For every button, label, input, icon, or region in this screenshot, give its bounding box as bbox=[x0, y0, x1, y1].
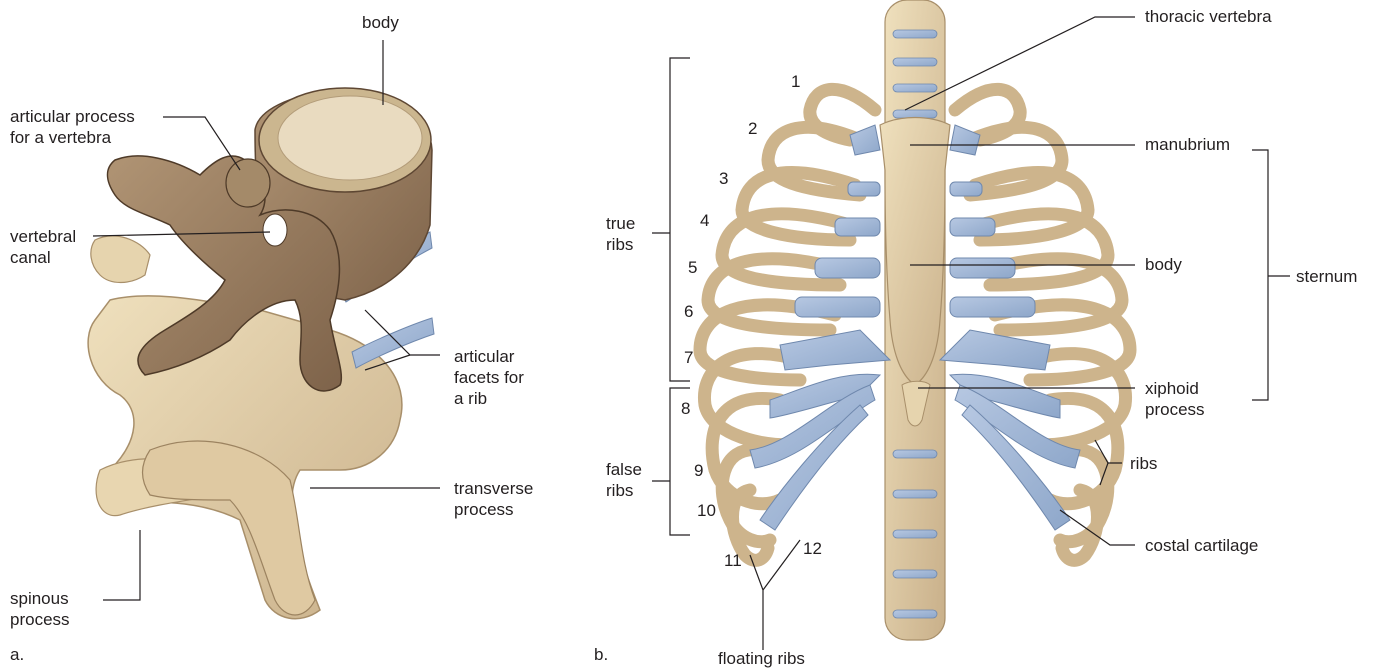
label-articular-facets: articular facets for a rib bbox=[454, 346, 524, 409]
small-process-shape bbox=[91, 236, 150, 283]
label-thoracic-vertebra: thoracic vertebra bbox=[1145, 6, 1272, 27]
label-true-ribs-line2: ribs bbox=[606, 234, 635, 255]
label-vertebral-canal-line2: canal bbox=[10, 247, 76, 268]
label-true-ribs-line1: true bbox=[606, 213, 635, 234]
leader-spinous-process bbox=[103, 530, 140, 600]
label-articular-process-line2: for a vertebra bbox=[10, 127, 135, 148]
rib-number-3: 3 bbox=[719, 169, 728, 189]
label-sternum-body: body bbox=[1145, 254, 1182, 275]
label-spinous-process: spinous process bbox=[10, 588, 70, 630]
label-articular-process-line1: articular process bbox=[10, 106, 135, 127]
vertebral-canal-hole bbox=[263, 214, 287, 246]
ribcage-illustration bbox=[700, 0, 1130, 640]
rib-number-11: 11 bbox=[724, 551, 742, 571]
label-costal-cartilage: costal cartilage bbox=[1145, 535, 1258, 556]
rib-number-6: 6 bbox=[684, 302, 693, 322]
bracket-sternum bbox=[1252, 150, 1268, 400]
bracket-true-ribs bbox=[670, 58, 690, 381]
rib-number-10: 10 bbox=[697, 501, 716, 521]
leader-floating-ribs bbox=[750, 555, 763, 650]
label-vertebral-canal: vertebral canal bbox=[10, 226, 76, 268]
rib-number-5: 5 bbox=[688, 258, 697, 278]
label-articular-facets-line1: articular bbox=[454, 346, 524, 367]
label-false-ribs: false ribs bbox=[606, 459, 642, 501]
label-spinous-process-line1: spinous bbox=[10, 588, 70, 609]
label-sternum: sternum bbox=[1296, 266, 1357, 287]
label-transverse-process: transverse process bbox=[454, 478, 533, 520]
label-spinous-process-line2: process bbox=[10, 609, 70, 630]
label-xiphoid-line2: process bbox=[1145, 399, 1205, 420]
panel-label-b: b. bbox=[594, 645, 608, 665]
rib-number-12: 12 bbox=[803, 539, 822, 559]
label-vertebra-body: body bbox=[362, 12, 399, 33]
rib-number-4: 4 bbox=[700, 211, 709, 231]
label-ribs: ribs bbox=[1130, 453, 1157, 474]
label-xiphoid-line1: xiphoid bbox=[1145, 378, 1205, 399]
rib-number-1: 1 bbox=[791, 72, 800, 92]
label-true-ribs: true ribs bbox=[606, 213, 635, 255]
label-xiphoid-process: xiphoid process bbox=[1145, 378, 1205, 420]
articular-process-knob bbox=[226, 159, 270, 207]
panel-label-a: a. bbox=[10, 645, 24, 665]
label-articular-process: articular process for a vertebra bbox=[10, 106, 135, 148]
label-transverse-process-line1: transverse bbox=[454, 478, 533, 499]
label-floating-ribs: floating ribs bbox=[718, 648, 805, 669]
rib-number-8: 8 bbox=[681, 399, 690, 419]
label-articular-facets-line2: facets for bbox=[454, 367, 524, 388]
label-vertebral-canal-line1: vertebral bbox=[10, 226, 76, 247]
label-manubrium: manubrium bbox=[1145, 134, 1230, 155]
label-false-ribs-line2: ribs bbox=[606, 480, 642, 501]
label-false-ribs-line1: false bbox=[606, 459, 642, 480]
rib-number-7: 7 bbox=[684, 348, 693, 368]
rib-number-2: 2 bbox=[748, 119, 757, 139]
label-articular-facets-line3: a rib bbox=[454, 388, 524, 409]
label-transverse-process-line2: process bbox=[454, 499, 533, 520]
rib-number-9: 9 bbox=[694, 461, 703, 481]
vertebral-body-top-inner bbox=[278, 96, 422, 180]
